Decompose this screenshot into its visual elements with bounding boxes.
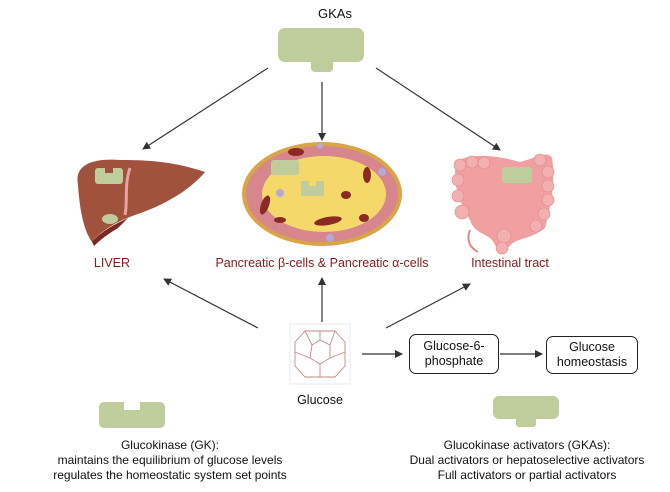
homeostasis-line2: homeostasis (556, 355, 628, 369)
arrow-gka-to-intestine (375, 67, 501, 151)
glucose-molecule-icon (289, 323, 351, 385)
intestine-label: Intestinal tract (471, 256, 549, 270)
glucose-label: Glucose (297, 393, 343, 407)
arrow-glucose-to-liver (163, 278, 259, 329)
g6p-line2: phosphate (424, 354, 484, 368)
g6p-line1: Glucose-6- (423, 339, 485, 353)
gka-legend-line: Dual activators or hepatoselective activ… (409, 453, 645, 467)
gka-legend-title: Glucokinase activators (GKAs): (443, 438, 611, 452)
gk-legend-icon (99, 402, 165, 428)
liver-label: LIVER (93, 256, 131, 270)
gka-legend-line: Full activators or partial activators (437, 468, 617, 482)
gka-legend-icon (493, 396, 559, 427)
gkas-title: GKAs (318, 6, 352, 21)
arrow-glucose-to-intestine (385, 283, 471, 329)
homeostasis-line1: Glucose (569, 340, 615, 354)
gka-activator-icon (278, 28, 364, 72)
glucose-homeostasis-box: Glucose homeostasis (546, 336, 638, 374)
gk-legend-line: regulates the homeostatic system set poi… (53, 468, 287, 482)
gk-legend-title: Glucokinase (GK): (120, 438, 220, 452)
intestine-illustration (451, 153, 555, 255)
pancreas-illustration (242, 142, 402, 246)
gk-legend-line: maintains the equilibrium of glucose lev… (57, 453, 283, 467)
arrow-gka-to-liver (142, 67, 269, 150)
gk-legend: Glucokinase (GK): maintains the equilibr… (30, 438, 310, 483)
gka-legend: Glucokinase activators (GKAs): Dual acti… (382, 438, 670, 483)
liver-illustration (77, 159, 205, 246)
glucose-6-phosphate-box: Glucose-6- phosphate (409, 334, 499, 374)
pancreas-label: Pancreatic β-cells & Pancreatic α-cells (215, 256, 429, 270)
